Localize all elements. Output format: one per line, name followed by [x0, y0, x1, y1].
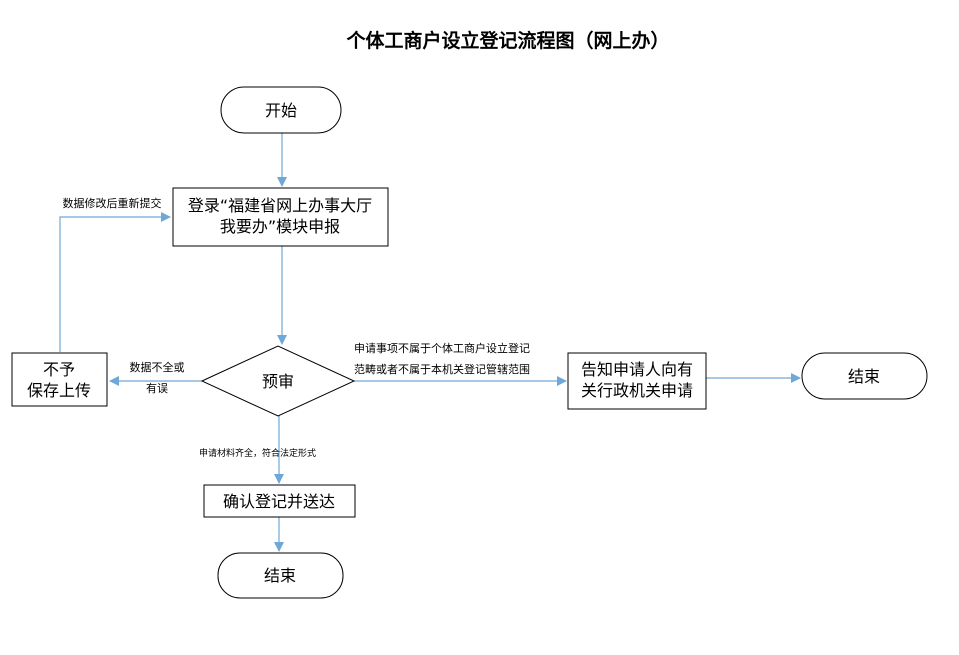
confirm-node: 确认登记并送达 — [203, 484, 356, 518]
arrow-reject-to-login — [59, 212, 171, 352]
start-node: 开始 — [220, 86, 342, 134]
edge-label-complete: 申请材料齐全，符合法定形式 — [199, 447, 316, 459]
edge-label-incomplete-line1: 数据不全或 — [130, 360, 185, 374]
edge-label-out-of-scope-line1: 申请事项不属于个体工商户设立登记 — [354, 341, 530, 355]
start-label: 开始 — [265, 101, 297, 120]
confirm-label: 确认登记并送达 — [223, 492, 335, 511]
reject-label-line1: 不予 — [43, 360, 75, 379]
edge-label-incomplete-line2: 有误 — [146, 381, 168, 395]
end-right-label: 结束 — [848, 367, 880, 386]
review-label: 预审 — [262, 372, 294, 391]
login-label-line2: 我要办”模块申报 — [220, 217, 340, 236]
inform-label-line1: 告知申请人向有 — [581, 360, 693, 379]
edge-label-resubmit: 数据修改后重新提交 — [63, 196, 162, 210]
review-decision: 预审 — [200, 345, 356, 417]
inform-node: 告知申请人向有 关行政机关申请 — [567, 352, 707, 410]
reject-label-line2: 保存上传 — [27, 381, 91, 400]
connectors — [59, 133, 801, 552]
inform-label-line2: 关行政机关申请 — [581, 381, 693, 400]
diagram-title: 个体工商户设立登记流程图（网上办） — [345, 29, 669, 52]
edge-label-out-of-scope-line2: 范畴或者不属于本机关登记管辖范围 — [354, 362, 530, 376]
login-node: 登录“福建省网上办事大厅 我要办”模块申报 — [172, 187, 389, 247]
end-bottom-node: 结束 — [217, 552, 344, 599]
login-label-line1: 登录“福建省网上办事大厅 — [188, 196, 372, 215]
end-bottom-label: 结束 — [264, 566, 296, 585]
end-right-node: 结束 — [801, 352, 928, 400]
reject-node: 不予 保存上传 — [11, 352, 108, 407]
